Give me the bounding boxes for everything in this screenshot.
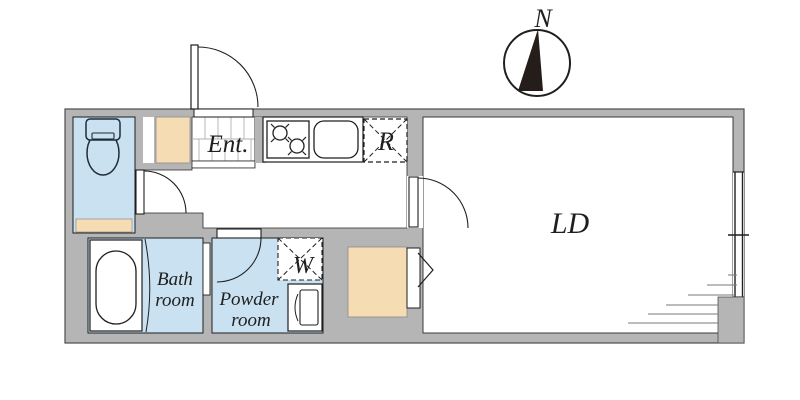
entrance-tile-grid xyxy=(192,117,255,161)
kitchen-ld-door-swing xyxy=(407,176,469,229)
bathtub-icon xyxy=(89,239,143,332)
entrance-step xyxy=(191,160,256,169)
compass-needle-icon xyxy=(518,29,543,91)
entrance-area: Ent. xyxy=(191,116,256,169)
closet-opening xyxy=(406,247,421,309)
toilet-counter xyxy=(75,218,133,233)
refrigerator-space: R xyxy=(363,118,408,163)
closet xyxy=(347,246,408,318)
living-dining-label: LD xyxy=(550,207,590,240)
corner-hatch-lines xyxy=(628,274,737,324)
entrance-label: Ent. xyxy=(207,131,249,158)
ld-door-leaf xyxy=(408,176,419,228)
kitchen-counter xyxy=(262,116,364,163)
folding-door-chevron-icon xyxy=(417,252,434,288)
washer-space: W xyxy=(277,237,323,281)
refrigerator-label: R xyxy=(377,127,394,156)
north-compass: N xyxy=(503,4,571,97)
entrance-door-swing xyxy=(190,44,259,118)
bath-room: Bath room xyxy=(87,237,204,334)
toilet-icon xyxy=(85,118,121,176)
bath-label-line1: Bath xyxy=(157,269,193,290)
pipe-space xyxy=(143,117,154,163)
powder-door-leaf xyxy=(216,228,262,239)
stove-icon xyxy=(266,120,310,159)
entrance-threshold xyxy=(193,108,254,118)
toilet-room xyxy=(72,116,136,234)
powder-label-line2: room xyxy=(231,310,270,331)
shoe-cabinet xyxy=(155,116,191,164)
powder-room: Powder room W xyxy=(211,237,324,334)
bath-edge-curve xyxy=(144,238,151,333)
corner-wall-block xyxy=(717,296,745,344)
toilet-door-swing xyxy=(135,169,187,215)
wall-stub xyxy=(255,117,266,163)
washer-label: W xyxy=(293,253,315,279)
toilet-door-leaf xyxy=(135,169,145,215)
compass-north-label: N xyxy=(533,4,553,33)
living-dining-room xyxy=(422,116,734,334)
vanity-icon xyxy=(287,283,323,332)
bath-door xyxy=(202,242,211,296)
powder-label-line1: Powder xyxy=(218,289,279,310)
entrance-door-leaf xyxy=(190,44,199,110)
powder-door-swing xyxy=(216,228,262,283)
bath-label-line2: room xyxy=(155,290,194,311)
sink-icon xyxy=(313,120,359,159)
